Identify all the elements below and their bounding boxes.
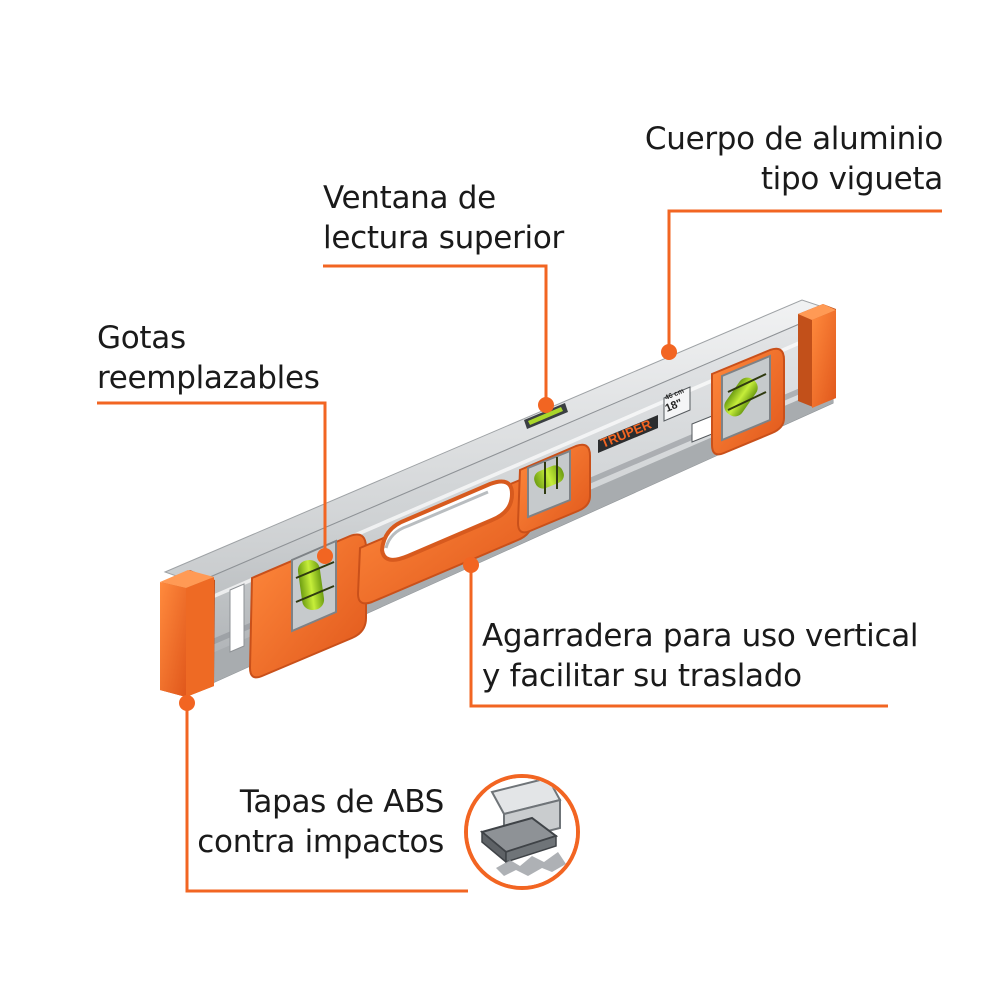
leader-ventana: [323, 264, 548, 405]
middle-vial-frame: [516, 443, 591, 534]
leader-agarradera: [469, 565, 888, 708]
callout-line: Cuerpo de aluminio: [644, 121, 943, 157]
right-end-cap: [798, 304, 836, 408]
callout-line: lectura superior: [323, 220, 564, 256]
left-end-slot: [229, 583, 245, 653]
leader-tapas: [185, 703, 468, 893]
leader-gotas: [97, 401, 327, 556]
callout-line: Ventana de: [323, 180, 496, 216]
callout-line: tipo vigueta: [760, 161, 943, 197]
callout-label-replaceable-vials: Gotas reemplazables: [97, 318, 320, 398]
callout-label-top-window: Ventana de lectura superior: [323, 178, 564, 258]
callout-label-aluminum-body: Cuerpo de aluminio tipo vigueta: [645, 119, 943, 199]
dot-gotas: [317, 548, 333, 564]
callout-dots: [179, 344, 677, 711]
callout-line: Tapas de ABS: [239, 784, 444, 820]
callout-line: Agarradera para uso vertical: [482, 618, 919, 654]
callout-line: y facilitar su traslado: [482, 658, 802, 694]
leader-cuerpo: [667, 209, 942, 352]
dot-agarradera: [463, 557, 479, 573]
callout-leaders: [97, 209, 942, 893]
right-vial-frame: [711, 347, 785, 456]
callout-line: reemplazables: [97, 360, 320, 396]
callout-label-abs-caps: Tapas de ABS contra impactos: [197, 782, 444, 862]
impact-inset: [464, 774, 580, 890]
callout-label-handle: Agarradera para uso vertical y facilitar…: [482, 616, 919, 696]
callout-line: Gotas: [97, 320, 186, 356]
dot-ventana: [538, 397, 554, 413]
dot-cuerpo: [661, 344, 677, 360]
callout-line: contra impactos: [197, 824, 444, 860]
dot-tapas: [179, 695, 195, 711]
top-reading-window: [524, 403, 568, 429]
left-end-cap: [160, 570, 215, 697]
